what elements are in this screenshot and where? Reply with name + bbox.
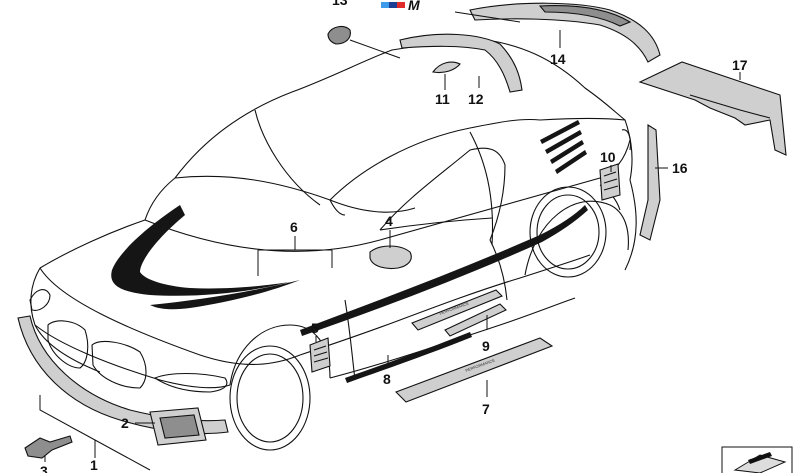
m-logo-text: M [408,0,420,13]
callout-10: 10 [600,149,616,165]
part-13-cap [327,25,351,45]
callout-6: 6 [290,219,298,235]
m-performance-logo: M [381,0,420,13]
part-8-side-stripe [300,205,588,383]
callout-4: 4 [385,213,393,229]
callout-5: 5 [311,320,319,336]
part-4-mirror-cap [369,245,412,270]
callout-13: 13 [332,0,348,8]
callout-16: 16 [672,160,688,176]
part-12-roof-spoiler [399,33,523,93]
part-7-door-sill: PERFORMANCE [395,337,554,403]
callout-3: 3 [40,463,48,473]
part-16-rear-trim [639,124,661,241]
rear-side-stripes [540,120,587,174]
callout-2: 2 [121,415,129,431]
leader-lines [39,11,741,471]
callout-9: 9 [482,338,490,354]
part-9-inner-sill: PERFORMANCE [411,289,507,337]
callout-11: 11 [435,91,450,107]
callout-7: 7 [482,401,490,417]
part-6-hood-decal [111,205,300,310]
part-11-roof-fin [432,61,461,74]
part-1-front-splitter [17,315,229,435]
part-3-clip [24,435,73,459]
car-body-outline [29,37,637,451]
symbol-box [721,446,793,473]
part-14-trunk-spoiler [469,2,661,63]
part-5-front-vent [309,337,331,373]
callout-14: 14 [550,51,566,67]
part-10-rear-vent [599,163,621,201]
callout-1: 1 [90,457,98,473]
part-17-rear-diffuser [638,61,787,156]
callout-labels: 1 2 3 4 5 6 7 8 9 10 11 12 13 14 16 17 [40,0,748,473]
callout-8: 8 [383,371,391,387]
part-2-air-intake [149,407,207,446]
callout-17: 17 [732,57,748,73]
callout-12: 12 [468,91,484,107]
arrow-icon [748,452,772,464]
